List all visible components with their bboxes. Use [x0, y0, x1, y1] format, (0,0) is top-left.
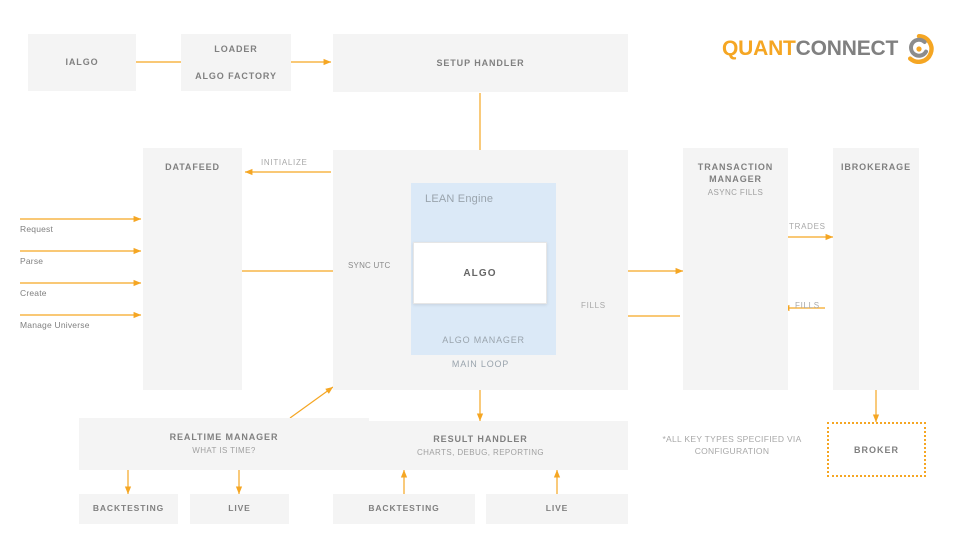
edge-label-sync-utc: SYNC UTC	[348, 261, 391, 270]
input-label-parse: Parse	[20, 256, 44, 266]
footnote-key-types: *ALL KEY TYPES SPECIFIED VIA CONFIGURATI…	[662, 434, 802, 457]
node-realtime-manager-subtitle: WHAT IS TIME?	[192, 446, 256, 456]
node-loader[interactable]: LOADER ALGO FACTORY	[181, 34, 291, 91]
node-ialgo[interactable]: IALGO	[28, 34, 136, 91]
node-transaction-manager-title: TRANSACTION MANAGER	[697, 162, 774, 185]
wire-realtime-manager-to-engine	[289, 386, 334, 419]
node-broker-title: BROKER	[853, 444, 899, 455]
node-transaction-manager-subtitle: ASYNC FILLS	[707, 188, 764, 198]
node-result-handler-subtitle: CHARTS, DEBUG, REPORTING	[416, 447, 545, 457]
edge-label-trades: TRADES	[789, 222, 826, 231]
node-transaction-manager[interactable]: TRANSACTION MANAGER ASYNC FILLS	[683, 148, 788, 390]
node-realtime-manager-title: REALTIME MANAGER	[169, 432, 279, 443]
edge-label-fills-engine: FILLS	[581, 301, 606, 310]
quantconnect-swirl-icon	[908, 34, 934, 64]
input-arrows-layer	[20, 215, 142, 319]
node-result-live-title: LIVE	[545, 503, 569, 514]
node-result-backtesting-title: BACKTESTING	[368, 503, 440, 514]
input-label-manage-universe: Manage Universe	[20, 320, 90, 330]
node-ibrokerage-title: IBROKERAGE	[840, 162, 911, 172]
logo-text-quant: QUANT	[722, 37, 796, 60]
node-setup-handler[interactable]: SETUP HANDLER	[333, 34, 628, 92]
node-realtime-backtesting-title: BACKTESTING	[92, 503, 165, 514]
algo-manager-label: ALGO MANAGER	[442, 335, 525, 345]
node-datafeed[interactable]: DATAFEED	[143, 148, 242, 390]
node-realtime-backtesting[interactable]: BACKTESTING	[79, 494, 178, 524]
lean-engine-label: LEAN Engine	[425, 193, 494, 205]
node-realtime-manager[interactable]: REALTIME MANAGER WHAT IS TIME?	[79, 418, 369, 470]
node-result-live[interactable]: LIVE	[486, 494, 628, 524]
node-loader-title: LOADER	[214, 44, 258, 54]
node-algo[interactable]: ALGO	[413, 242, 547, 304]
node-broker[interactable]: BROKER	[827, 422, 926, 477]
node-result-backtesting[interactable]: BACKTESTING	[333, 494, 475, 524]
main-loop-label: MAIN LOOP	[451, 359, 510, 369]
node-ialgo-title: IALGO	[65, 57, 99, 68]
node-ibrokerage[interactable]: IBROKERAGE	[833, 148, 919, 390]
edge-label-initialize: INITIALIZE	[261, 158, 308, 167]
logo-text-connect: CONNECT	[795, 37, 899, 60]
node-algo-title: ALGO	[463, 267, 497, 279]
node-realtime-live[interactable]: LIVE	[190, 494, 289, 524]
node-lean-engine-container[interactable]: LEAN Engine ALGO MANAGER ALGO MAIN LOOP	[333, 150, 628, 390]
node-setup-handler-title: SETUP HANDLER	[436, 57, 525, 68]
node-algo-factory-title: ALGO FACTORY	[195, 70, 277, 81]
input-label-request: Request	[20, 224, 54, 234]
input-label-create: Create	[20, 288, 47, 298]
edge-label-fills-brokerage: FILLS	[795, 301, 820, 310]
quantconnect-logo: QUANT CONNECT	[722, 34, 934, 64]
node-datafeed-title: DATAFEED	[165, 162, 220, 172]
node-result-handler-title: RESULT HANDLER	[433, 433, 528, 444]
node-realtime-live-title: LIVE	[228, 503, 251, 514]
node-result-handler[interactable]: RESULT HANDLER CHARTS, DEBUG, REPORTING	[333, 421, 628, 470]
